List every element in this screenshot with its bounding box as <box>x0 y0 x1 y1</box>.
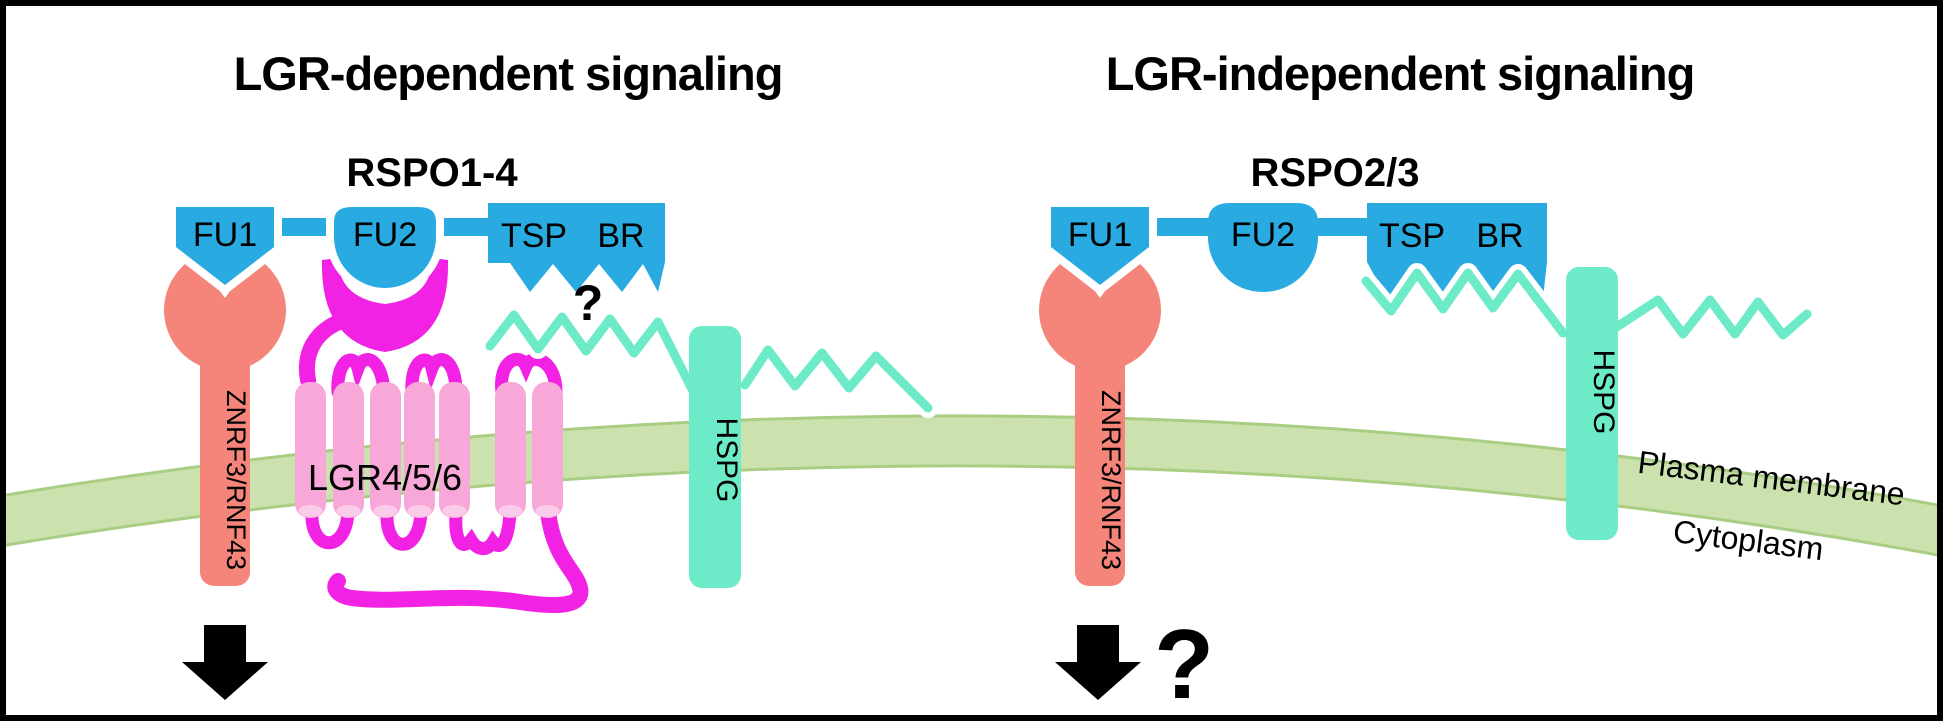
br-label: BR <box>597 217 644 255</box>
lgr-binding-cup <box>321 258 449 352</box>
tsp-label: TSP <box>1379 217 1445 255</box>
fu1-domain-block <box>1043 199 1157 294</box>
hspg-label: HSPG <box>710 417 743 502</box>
hspg-label: HSPG <box>1587 349 1620 434</box>
helix-cap <box>298 505 323 517</box>
right-panel: LGR-independent signaling RSPO2/3 FU1 FU… <box>1038 47 1907 719</box>
left-panel-title: LGR-dependent signaling <box>234 47 783 100</box>
znrf3-stem <box>1075 340 1125 586</box>
znrf3-bulb <box>163 257 286 372</box>
fu1-domain-block <box>168 199 282 294</box>
right-panel-title: LGR-independent signaling <box>1106 47 1695 100</box>
helix <box>532 382 563 518</box>
znrf3-label: ZNRF3/RNF43 <box>1096 390 1126 570</box>
helix-cap <box>336 505 361 517</box>
helix <box>333 382 364 518</box>
lgr456-receptor <box>295 258 589 614</box>
fu2-domain-block <box>326 199 444 296</box>
fu2-tsp-linker <box>438 218 492 236</box>
fu2-label: FU2 <box>353 216 417 254</box>
plasma-membrane-band <box>0 414 1943 558</box>
helix <box>439 382 470 518</box>
fu1-fu2-linker <box>1149 218 1210 236</box>
rspo-label: RSPO2/3 <box>1251 151 1420 195</box>
hspg-core <box>689 326 741 588</box>
br-label: BR <box>1476 217 1523 255</box>
fu2-label: FU2 <box>1231 216 1295 254</box>
helix <box>404 382 435 518</box>
helix <box>295 382 326 518</box>
hspg-core <box>1566 267 1618 540</box>
lgr-top-loop <box>495 352 563 399</box>
lgr-bottom-loop <box>380 505 428 551</box>
helix-cap <box>407 505 432 517</box>
tsp-label: TSP <box>501 217 567 255</box>
fu1-label: FU1 <box>193 216 257 254</box>
lgr-c-terminal-tail <box>327 504 589 614</box>
fu1-fu2-linker <box>274 218 332 236</box>
hs-chain <box>485 310 698 396</box>
hs-question-mark: ? <box>573 275 604 331</box>
signal-output-arrow <box>1055 625 1141 700</box>
hs-chain <box>1601 295 1812 340</box>
signal-question-mark: ? <box>1154 609 1214 719</box>
helix-cap <box>535 505 560 517</box>
helix-cap <box>498 505 523 517</box>
helix-cap <box>373 505 398 517</box>
lgr456-label: LGR4/5/6 <box>308 457 462 498</box>
helix <box>495 382 526 518</box>
lgr-top-loop <box>331 353 391 399</box>
lgr-bottom-loop <box>449 505 517 555</box>
signal-output-arrow <box>182 625 268 700</box>
znrf3-label: ZNRF3/RNF43 <box>221 390 251 570</box>
helix-cap <box>442 505 467 517</box>
znrf3-bulb <box>1038 257 1162 372</box>
lgr-cup-tube <box>299 312 352 388</box>
left-panel: LGR-dependent signaling RSPO1-4 FU1 FU2 … <box>163 47 938 700</box>
znrf3-stem <box>200 340 250 586</box>
hs-chain <box>740 345 933 413</box>
fu2-tsp-linker <box>1316 218 1372 236</box>
tsp-br-domain-block <box>488 203 665 292</box>
lgr-top-loop <box>405 353 463 399</box>
helix <box>370 382 401 518</box>
lgr-helices <box>295 382 563 518</box>
fu2-domain-block <box>1208 203 1318 292</box>
rspo-label: RSPO1-4 <box>346 151 518 195</box>
lgr-bottom-loop <box>305 505 355 550</box>
fu1-label: FU1 <box>1068 216 1132 254</box>
hs-chain <box>1361 268 1568 338</box>
